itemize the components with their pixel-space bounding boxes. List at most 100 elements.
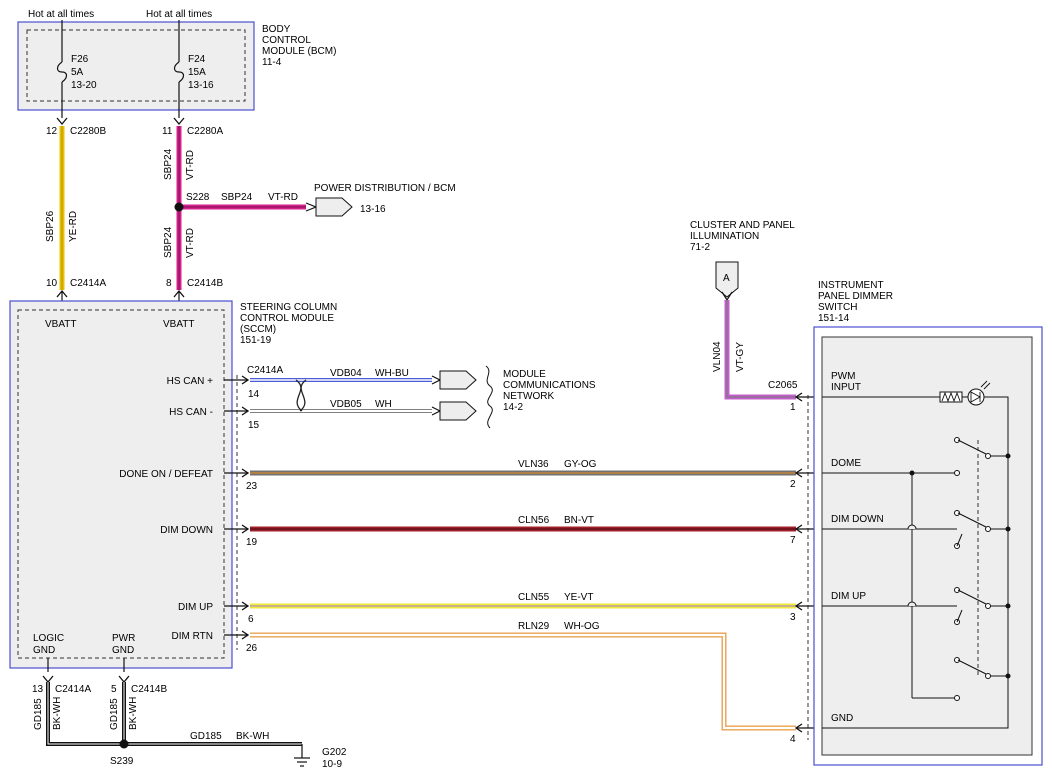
wire-gd185-h-circuit: GD185 bbox=[190, 731, 222, 742]
dimmer-junction-dots bbox=[909, 453, 1011, 679]
network-chevron-2-icon bbox=[431, 406, 442, 416]
c2414a-mid-label: C2414A bbox=[247, 365, 283, 376]
sccm-label-dome: DONE ON / DEFEAT bbox=[119, 469, 213, 480]
wire-vln04-circuit: VLN04 bbox=[712, 341, 723, 372]
pin-hs-can-minus: 15 bbox=[248, 420, 260, 431]
dimmer-switch-arms-icon bbox=[956, 439, 1008, 677]
c2414a-top-pin: 10 bbox=[46, 278, 58, 289]
f24-ref: 13-16 bbox=[188, 80, 214, 91]
dimmer-switch-contacts bbox=[954, 437, 991, 701]
pin-dimmer-gnd: 4 bbox=[790, 734, 796, 745]
wire-vln36-circuit: VLN36 bbox=[518, 459, 549, 470]
wire-sbp24-bot-color: VT-RD bbox=[185, 228, 196, 258]
bcm-title-1: BODY bbox=[262, 24, 291, 35]
splice-s228-label: S228 bbox=[186, 192, 210, 203]
pin-dome: 23 bbox=[246, 481, 258, 492]
c2414b-top-label: C2414B bbox=[187, 278, 223, 289]
dimmer-inner-box bbox=[821, 336, 1033, 756]
bcm-title-3: MODULE (BCM) bbox=[262, 46, 336, 57]
wire-vln36-color: GY-OG bbox=[564, 459, 597, 470]
power-dist-chevron-icon bbox=[305, 202, 318, 212]
wire-rln29-circuit: RLN29 bbox=[518, 621, 550, 632]
c2280a-pin: 11 bbox=[162, 126, 173, 137]
sccm-inner-dashed bbox=[17, 309, 225, 659]
wire-sbp24-h-circuit: SBP24 bbox=[221, 192, 253, 203]
cluster-connector-icon bbox=[715, 261, 739, 298]
wire-cln55-circuit: CLN55 bbox=[518, 592, 550, 603]
twisted-pair-icon bbox=[295, 379, 303, 412]
c2280b-chevron-icon bbox=[56, 117, 68, 126]
sccm-label-dim-up: DIM UP bbox=[178, 602, 213, 613]
wire-vln04-stripe bbox=[726, 300, 796, 398]
bottom-a-label: C2414A bbox=[55, 684, 91, 695]
sccm-label-hs-can-minus: HS CAN - bbox=[169, 407, 213, 418]
f26-rating: 5A bbox=[71, 67, 84, 78]
c2065-label: C2065 bbox=[768, 380, 798, 391]
wire-cln56-circuit: CLN56 bbox=[518, 515, 550, 526]
sccm-signal-stubs bbox=[224, 379, 248, 636]
sccm-label-dim-rtn: DIM RTN bbox=[172, 631, 213, 642]
bottom-b-chevron-icon bbox=[118, 675, 130, 684]
dimmer-pwm-1: PWM bbox=[831, 371, 855, 382]
c2280b-pin: 12 bbox=[46, 126, 58, 137]
twisted-pair-icon-2 bbox=[299, 379, 307, 412]
wire-gd185-h-color: BK-WH bbox=[236, 731, 269, 742]
wire-sbp24-bot-circuit: SBP24 bbox=[163, 226, 174, 258]
sccm-pwr-gnd-2: GND bbox=[112, 645, 134, 656]
sccm-vbatt-2: VBATT bbox=[163, 319, 194, 330]
wire-rln29 bbox=[250, 632, 796, 731]
c2280a-label: C2280A bbox=[187, 126, 223, 137]
network-arrow-1-icon bbox=[439, 370, 477, 390]
dimmer-ref: 151-14 bbox=[818, 313, 850, 324]
dimmer-title-3: SWITCH bbox=[818, 302, 857, 313]
bcm-module-box bbox=[17, 21, 255, 111]
pin-hs-can-plus: 14 bbox=[248, 389, 260, 400]
wire-vdb04-circuit: VDB04 bbox=[330, 368, 362, 379]
wire-cln56-color: BN-VT bbox=[564, 515, 594, 526]
fuse-f26-icon bbox=[56, 61, 68, 83]
dimmer-title-1: INSTRUMENT bbox=[818, 280, 884, 291]
wire-sbp24-top-circuit: SBP24 bbox=[163, 148, 174, 180]
f24-rating: 15A bbox=[188, 67, 206, 78]
network-arrow-2-icon bbox=[439, 401, 477, 421]
led-diode-icon bbox=[970, 391, 981, 403]
wire-rln29-color: WH-OG bbox=[564, 621, 600, 632]
sccm-pin-chevrons-icon bbox=[241, 375, 250, 640]
wire-cln55-color: YE-VT bbox=[564, 592, 593, 603]
wire-sbp24-h-color: VT-RD bbox=[268, 192, 298, 203]
dimmer-label-dome: DOME bbox=[831, 458, 861, 469]
pin-dimmer-dome: 2 bbox=[790, 479, 796, 490]
wire-gd185-a-circuit: GD185 bbox=[33, 698, 44, 730]
network-chevron-1-icon bbox=[431, 375, 442, 385]
bcm-title-2: CONTROL bbox=[262, 35, 311, 46]
pin-dimmer-dim-up: 3 bbox=[790, 612, 796, 623]
f26-name: F26 bbox=[71, 54, 89, 65]
cluster-ref: 71-2 bbox=[690, 242, 710, 253]
bcm-ref: 11-4 bbox=[262, 57, 282, 68]
sccm-label-dim-down: DIM DOWN bbox=[160, 525, 213, 536]
splice-s239 bbox=[119, 739, 129, 749]
hot-label-2: Hot at all times bbox=[146, 9, 212, 20]
ground-ref: 10-9 bbox=[322, 759, 342, 770]
sccm-pwr-gnd-1: PWR bbox=[112, 633, 135, 644]
c2280a-chevron-icon bbox=[173, 117, 185, 126]
network-line-2: COMMUNICATIONS bbox=[503, 380, 596, 391]
sccm-module-box bbox=[9, 300, 233, 669]
wire-sbp26-circuit: SBP26 bbox=[45, 210, 56, 242]
bcm-inner-dashed bbox=[26, 29, 246, 102]
dimmer-label-gnd: GND bbox=[831, 713, 853, 724]
ground-icon bbox=[294, 744, 310, 767]
bottom-a-chevron-icon bbox=[42, 675, 54, 684]
wire-vdb05-color: WH bbox=[375, 399, 392, 410]
cluster-line-2: ILLUMINATION bbox=[690, 231, 759, 242]
wire-rln29-fill bbox=[250, 633, 796, 730]
splice-s228 bbox=[174, 202, 184, 212]
dimmer-label-dim-up: DIM UP bbox=[831, 591, 866, 602]
bottom-b-pin: 5 bbox=[111, 684, 117, 695]
sccm-label-hs-can-plus: HS CAN + bbox=[167, 376, 214, 387]
sccm-logic-gnd-2: GND bbox=[33, 645, 55, 656]
dimmer-pwm-2: INPUT bbox=[831, 382, 861, 393]
sccm-title-3: (SCCM) bbox=[240, 324, 276, 335]
pin-c2065: 1 bbox=[790, 402, 796, 413]
